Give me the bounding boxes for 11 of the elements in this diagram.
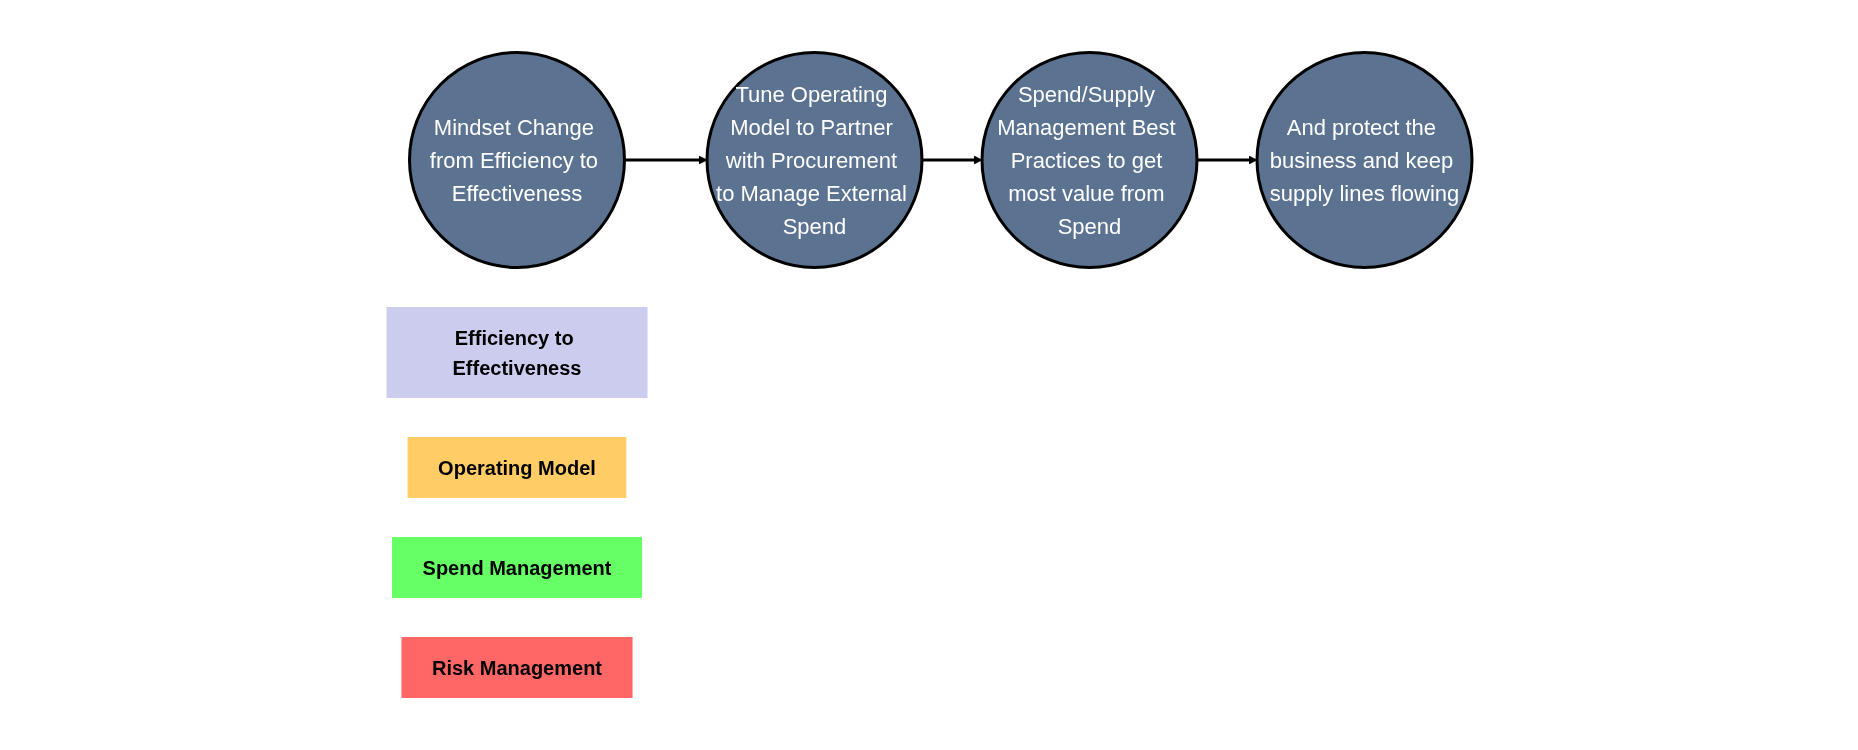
node-circle: Spend/Supply Management Best Practices to get most value from Spend	[980, 51, 1198, 269]
node-box: Risk Management	[400, 637, 633, 698]
node-box: Spend Management	[391, 537, 642, 598]
node-circle: Tune Operating Model to Partner with Procurement to Manage External Spend	[705, 51, 923, 269]
node-circle: Mindset Change from Efficiency to Effectiveness	[407, 51, 626, 269]
node-circle: And protect the business and keep supply lines flowing	[1255, 51, 1473, 269]
node-box: Operating Model	[407, 437, 626, 498]
arrow	[921, 155, 982, 165]
node-box: Efficiency to Effectiveness	[386, 307, 647, 398]
arrow	[1196, 155, 1257, 165]
arrow	[624, 155, 707, 165]
